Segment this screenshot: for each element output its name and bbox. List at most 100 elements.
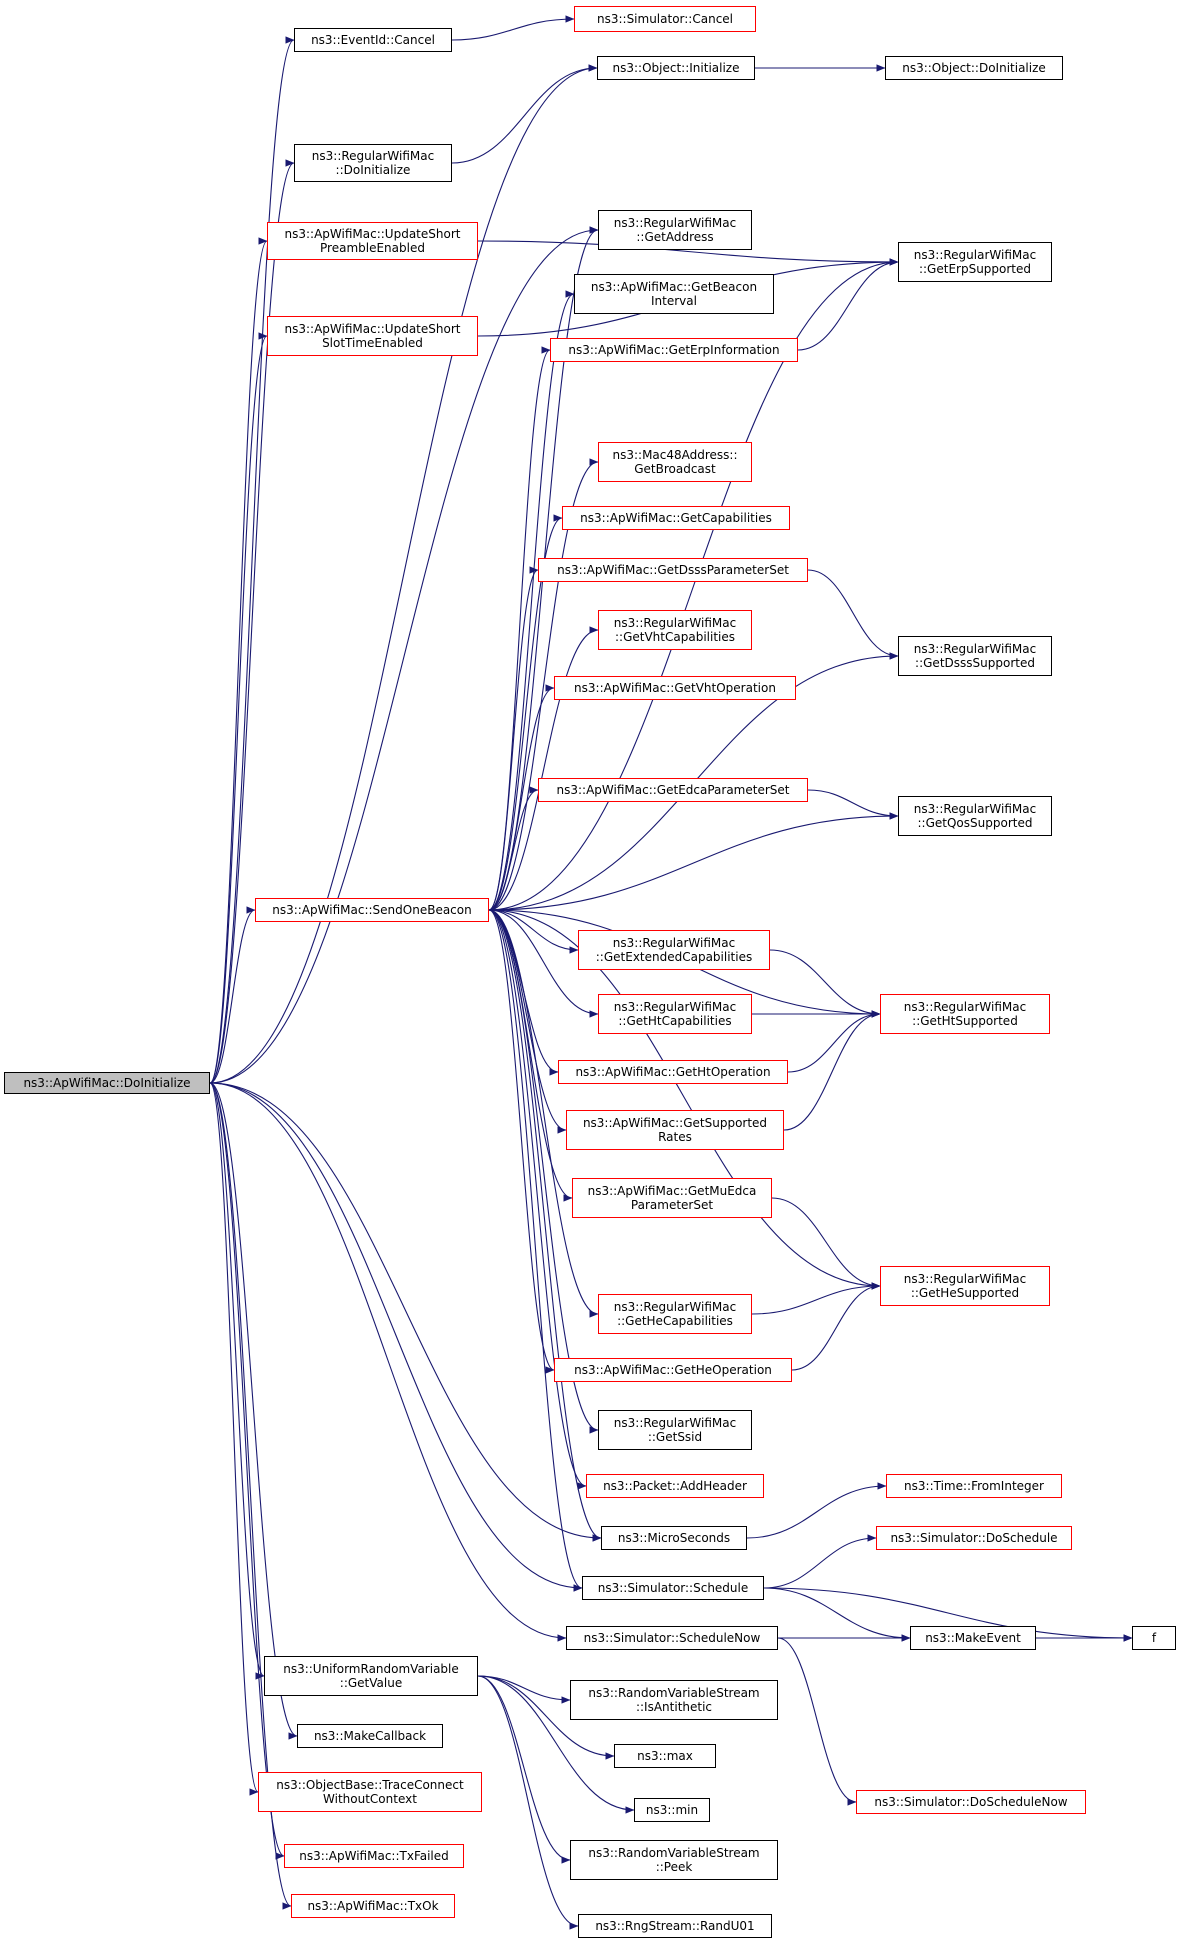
node-label-line: ::GetHtCapabilities (618, 1014, 732, 1028)
graph-node-get-vht-caps[interactable]: ns3::RegularWifiMac::GetVhtCapabilities (598, 610, 752, 650)
edge-root-to-tx-ok (209, 1082, 292, 1910)
graph-node-get-edca-param[interactable]: ns3::ApWifiMac::GetEdcaParameterSet (538, 778, 808, 802)
node-label-line: ::GetVhtCapabilities (615, 630, 735, 644)
edge-send-one-beacon-to-get-dsss-param (488, 566, 539, 911)
graph-node-get-ht-caps[interactable]: ns3::RegularWifiMac::GetHtCapabilities (598, 994, 752, 1034)
graph-node-time-from-integer[interactable]: ns3::Time::FromInteger (886, 1474, 1062, 1498)
graph-node-max[interactable]: ns3::max (614, 1744, 716, 1768)
graph-node-get-ssid[interactable]: ns3::RegularWifiMac::GetSsid (598, 1410, 752, 1450)
edge-root-to-make-callback (209, 1082, 298, 1740)
graph-node-get-address[interactable]: ns3::RegularWifiMac::GetAddress (598, 210, 752, 250)
graph-node-send-one-beacon[interactable]: ns3::ApWifiMac::SendOneBeacon (255, 898, 489, 922)
graph-node-rng-randu01[interactable]: ns3::RngStream::RandU01 (578, 1914, 772, 1938)
edge-get-edca-param-to-get-qos-supported (807, 789, 899, 820)
graph-node-f[interactable]: f (1132, 1626, 1176, 1650)
edge-sim-schedule-to-f (763, 1587, 1133, 1642)
graph-node-tx-ok[interactable]: ns3::ApWifiMac::TxOk (291, 1894, 455, 1918)
graph-node-obj-doinitialize[interactable]: ns3::Object::DoInitialize (885, 56, 1063, 80)
graph-node-make-event[interactable]: ns3::MakeEvent (910, 1626, 1036, 1650)
edge-root-to-sim-schedule (209, 1082, 583, 1592)
graph-node-rvs-isantithetic[interactable]: ns3::RandomVariableStream::IsAntithetic (570, 1680, 778, 1720)
graph-node-get-ht-supported[interactable]: ns3::RegularWifiMac::GetHtSupported (880, 994, 1050, 1034)
node-label-line: ns3::Simulator::DoScheduleNow (874, 1795, 1068, 1809)
graph-node-get-erp-supported[interactable]: ns3::RegularWifiMac::GetErpSupported (898, 242, 1052, 282)
graph-node-get-dsss-param[interactable]: ns3::ApWifiMac::GetDsssParameterSet (538, 558, 808, 582)
node-label-line: ns3::RegularWifiMac (613, 616, 737, 630)
graph-node-rvs-peek[interactable]: ns3::RandomVariableStream::Peek (570, 1840, 778, 1880)
graph-node-min[interactable]: ns3::min (634, 1798, 710, 1822)
graph-node-sim-doschedulenow[interactable]: ns3::Simulator::DoScheduleNow (856, 1790, 1086, 1814)
node-label-line: ns3::EventId::Cancel (311, 33, 435, 47)
graph-node-eventid-cancel[interactable]: ns3::EventId::Cancel (294, 28, 452, 52)
edge-send-one-beacon-to-get-edca-param (488, 786, 539, 911)
node-label-line: ns3::MakeEvent (925, 1631, 1021, 1645)
edge-root-to-rwm-doinitialize (209, 159, 295, 1084)
edge-send-one-beacon-to-get-vht-caps (488, 626, 599, 911)
edge-send-one-beacon-to-get-erp-supported (488, 258, 899, 911)
graph-node-get-dsss-supported[interactable]: ns3::RegularWifiMac::GetDsssSupported (898, 636, 1052, 676)
graph-node-sim-schedule[interactable]: ns3::Simulator::Schedule (582, 1576, 764, 1600)
graph-node-get-ht-operation[interactable]: ns3::ApWifiMac::GetHtOperation (558, 1060, 788, 1084)
edge-eventid-cancel-to-sim-cancel (451, 15, 575, 41)
node-label-line: ns3::max (637, 1749, 693, 1763)
node-label-line: ns3::ApWifiMac::TxOk (307, 1899, 439, 1913)
node-label-line: ns3::ApWifiMac::GetMuEdca (587, 1184, 757, 1198)
graph-node-get-erp-information[interactable]: ns3::ApWifiMac::GetErpInformation (550, 338, 798, 362)
edge-send-one-beacon-to-sim-schedule (488, 909, 583, 1592)
node-label-line: ParameterSet (630, 1198, 714, 1212)
node-label-line: ns3::ApWifiMac::SendOneBeacon (272, 903, 472, 917)
edge-urv-getvalue-to-min (477, 1675, 635, 1814)
graph-node-get-vht-operation[interactable]: ns3::ApWifiMac::GetVhtOperation (554, 676, 796, 700)
graph-node-get-ext-caps[interactable]: ns3::RegularWifiMac::GetExtendedCapabili… (578, 930, 770, 970)
graph-node-sim-doschedule[interactable]: ns3::Simulator::DoSchedule (876, 1526, 1072, 1550)
edge-urv-getvalue-to-rvs-peek (477, 1675, 571, 1864)
node-label-line: ::GetErpSupported (918, 262, 1032, 276)
node-label-line: ns3::RegularWifiMac (612, 936, 736, 950)
node-label-line: ns3::RegularWifiMac (913, 248, 1037, 262)
node-label-line: ::GetHeCapabilities (617, 1314, 733, 1328)
graph-node-get-he-caps[interactable]: ns3::RegularWifiMac::GetHeCapabilities (598, 1294, 752, 1334)
graph-node-micro-seconds[interactable]: ns3::MicroSeconds (601, 1526, 747, 1550)
node-label-line: ns3::Time::FromInteger (904, 1479, 1044, 1493)
graph-node-get-qos-supported[interactable]: ns3::RegularWifiMac::GetQosSupported (898, 796, 1052, 836)
graph-node-tx-failed[interactable]: ns3::ApWifiMac::TxFailed (284, 1844, 464, 1868)
graph-node-sim-cancel[interactable]: ns3::Simulator::Cancel (574, 6, 756, 32)
graph-node-add-header[interactable]: ns3::Packet::AddHeader (586, 1474, 764, 1498)
edge-send-one-beacon-to-get-ht-caps (488, 909, 599, 1018)
node-label-line: ::GetDsssSupported (915, 656, 1035, 670)
node-label-line: ns3::RegularWifiMac (613, 1300, 737, 1314)
graph-node-make-callback[interactable]: ns3::MakeCallback (297, 1724, 443, 1748)
node-label-line: ::GetHtSupported (912, 1014, 1018, 1028)
edge-sim-schedule-to-sim-doschedule (763, 1534, 877, 1589)
graph-node-get-he-supported[interactable]: ns3::RegularWifiMac::GetHeSupported (880, 1266, 1050, 1306)
node-label-line: ns3::ApWifiMac::GetSupported (582, 1116, 768, 1130)
node-label-line: ns3::Object::Initialize (612, 61, 740, 75)
node-label-line: ns3::Simulator::ScheduleNow (583, 1631, 761, 1645)
graph-node-get-he-operation[interactable]: ns3::ApWifiMac::GetHeOperation (554, 1358, 792, 1382)
edge-root-to-update-preamble (209, 237, 268, 1084)
graph-node-urv-getvalue[interactable]: ns3::UniformRandomVariable::GetValue (264, 1656, 478, 1696)
node-label-line: ns3::RegularWifiMac (613, 1416, 737, 1430)
edge-get-erp-information-to-get-erp-supported (797, 258, 899, 351)
node-label-line: ns3::UniformRandomVariable (283, 1662, 459, 1676)
node-label-line: ns3::ApWifiMac::TxFailed (299, 1849, 449, 1863)
graph-node-get-capabilities[interactable]: ns3::ApWifiMac::GetCapabilities (562, 506, 790, 530)
graph-node-get-broadcast[interactable]: ns3::Mac48Address::GetBroadcast (598, 442, 752, 482)
node-label-line: ns3::MakeCallback (313, 1729, 427, 1743)
node-label-line: ns3::Object::DoInitialize (902, 61, 1046, 75)
node-label-line: ns3::RegularWifiMac (613, 216, 737, 230)
node-label-line: ns3::RegularWifiMac (903, 1000, 1027, 1014)
graph-node-obj-initialize[interactable]: ns3::Object::Initialize (597, 56, 755, 80)
node-label-line: ns3::RegularWifiMac (613, 1000, 737, 1014)
graph-node-rwm-doinitialize[interactable]: ns3::RegularWifiMac::DoInitialize (294, 144, 452, 182)
edge-get-he-caps-to-get-he-supported (751, 1282, 881, 1315)
graph-node-sim-schedule-now[interactable]: ns3::Simulator::ScheduleNow (566, 1626, 778, 1650)
edge-get-mu-edca-to-get-he-supported (771, 1197, 881, 1290)
